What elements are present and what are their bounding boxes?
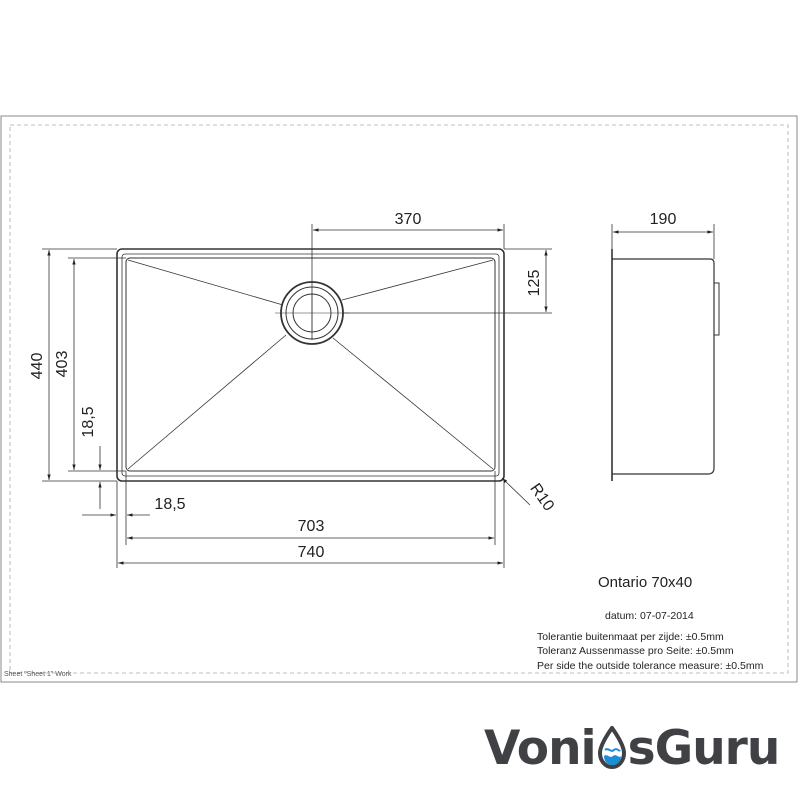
tolerance-note-german: Toleranz Aussenmasse pro Seite: ±0.5mm	[537, 645, 734, 657]
slope-line-bottom-left	[127, 334, 287, 470]
sink-side-view	[611, 249, 720, 481]
product-title: Ontario 70x40	[598, 574, 693, 591]
slope-line-top-left	[127, 259, 284, 306]
dim-label-125: 125	[526, 270, 543, 297]
slope-line-bottom-right	[332, 337, 494, 470]
dim-label-18-5-horizontal: 18,5	[154, 496, 185, 513]
dim-label-r10: R10	[526, 481, 557, 515]
dim-label-18-5-vertical: 18,5	[80, 406, 97, 437]
dim-label-370: 370	[395, 211, 422, 228]
sink-bowl-bottom	[125, 257, 496, 472]
dim-label-403: 403	[54, 351, 71, 378]
sheet-inner-border	[9, 124, 789, 674]
dimension-lines	[42, 224, 715, 568]
sheet-border	[0, 115, 798, 683]
sink-inner-rim	[121, 253, 500, 477]
dim-label-703: 703	[298, 518, 325, 535]
drawing-date: datum: 07-07-2014	[605, 610, 694, 622]
sink-top-view	[116, 248, 505, 482]
dim-label-740: 740	[298, 544, 325, 561]
slope-line-top-right	[341, 259, 494, 301]
tolerance-note-dutch: Tolerantie buitenmaat per zijde: ±0.5mm	[537, 631, 724, 643]
sheet-label: Sheet "Sheet 1" Work	[4, 671, 72, 678]
tolerance-note-english: Per side the outside tolerance measure: …	[537, 660, 764, 672]
side-view-overflow	[713, 282, 720, 336]
logo-text-left: Voni	[484, 721, 597, 776]
dim-label-190: 190	[650, 211, 677, 228]
sink-outer-rim	[116, 248, 505, 482]
side-view-body	[612, 258, 715, 475]
radius-leader	[501, 477, 531, 506]
vonios-guru-logo[interactable]: Voni sGuru	[484, 718, 781, 780]
logo-text-right: sGuru	[627, 721, 781, 776]
water-drop-icon	[597, 726, 626, 770]
dim-label-440: 440	[29, 353, 46, 380]
